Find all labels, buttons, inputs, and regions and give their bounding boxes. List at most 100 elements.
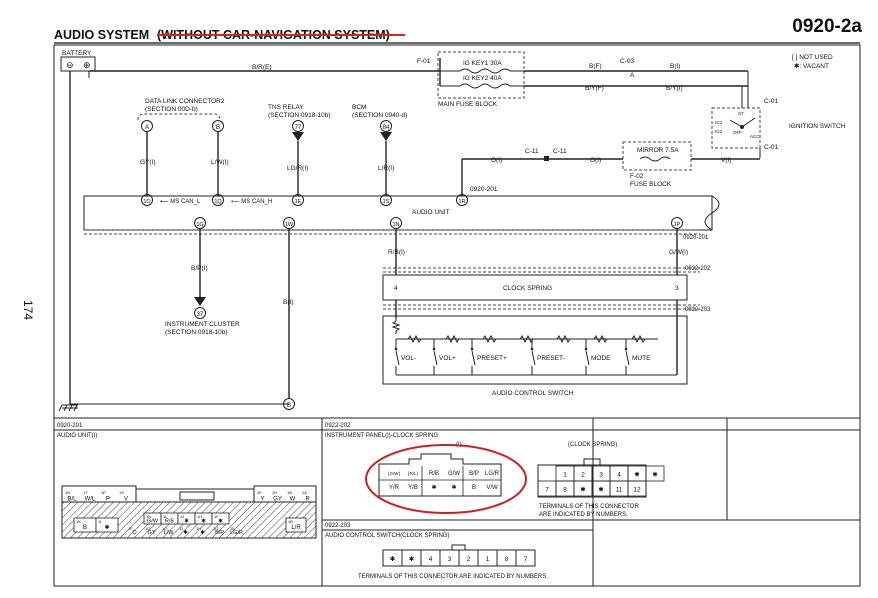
battery-label: BATTERY xyxy=(62,50,92,57)
acs-cells-label: 7 xyxy=(524,556,528,563)
ground-point-b-label: B xyxy=(287,403,291,409)
audio-mid-label: ✱ xyxy=(184,518,189,525)
data-link-connector-label: DATA LINK CONNECTOR2 xyxy=(145,98,225,105)
audio-bottom-pin-number: 1J xyxy=(179,526,183,531)
battery-minus-icon: ⊖ xyxy=(66,60,74,70)
switch-mute: MUTE xyxy=(632,355,651,362)
audio-top-label: W/L xyxy=(85,497,96,503)
cs-cells-label: 11 xyxy=(616,487,623,494)
tns-pin: 77 xyxy=(295,125,302,131)
acs-cells-label: 8 xyxy=(505,556,509,563)
wire-label-o-i-2: O(I) xyxy=(590,157,601,164)
connector-0920-201-b: 0920-201 xyxy=(683,235,709,241)
cs-cells-label: 8 xyxy=(563,487,567,494)
wire-label-rb-i: R/B(I) xyxy=(388,249,405,256)
cs-cells-label: ✱ xyxy=(598,486,604,494)
bcm-section: (SECTION 0940-d) xyxy=(352,112,407,119)
switch-vol-minus: VOL- xyxy=(401,355,416,362)
acs-cells-label: 1 xyxy=(486,556,490,563)
highlight-ellipse xyxy=(365,444,527,514)
audio-top-label: V xyxy=(124,497,128,503)
audio-bottom-label: GY xyxy=(148,530,156,536)
panel-acs-id: 0922-203 xyxy=(325,523,351,529)
wire-label-gy-i: GY(I) xyxy=(140,159,156,166)
clock-spring-pin-3: 3 xyxy=(675,285,679,292)
audio-mid-label: R/B xyxy=(165,519,175,525)
ignition-switch[interactable] xyxy=(711,107,761,149)
connector-f01: F-01 xyxy=(417,58,431,65)
wire-label-b-i-2: B(I) xyxy=(283,299,293,306)
audio-top-label: W xyxy=(290,497,296,503)
battery xyxy=(60,56,96,72)
instrument-cluster-pin: 37 xyxy=(197,312,204,318)
audio-top-pin-number: 1B xyxy=(287,490,292,495)
ms-can-h-label: ⟵ MS CAN_H xyxy=(231,199,272,205)
wire-label-by-i: B/Y(I) xyxy=(666,85,683,92)
audio-top-label: P xyxy=(106,497,110,503)
connector-0922-202: 0922-202 xyxy=(685,266,711,272)
wire-label-br-e: B/R(E) xyxy=(252,64,272,71)
ign-pos-1: IG2 xyxy=(715,129,723,134)
audio-bottom-pin-number: 1G xyxy=(213,526,218,531)
audio-bottom-label: O xyxy=(132,530,137,536)
data-link-connector-section: (SECTION 00D-b) xyxy=(145,106,198,113)
audio-mid-pin-number: 1F xyxy=(214,514,219,519)
fuse-icon xyxy=(459,68,511,74)
cs-cells-label: ✱ xyxy=(634,471,640,479)
diagram-title: AUDIO SYSTEM xyxy=(54,28,149,42)
dlc-pin-a xyxy=(141,120,153,132)
cs-cells-label: 12 xyxy=(633,487,641,494)
ip-cell-bottom: ✱ xyxy=(451,484,456,491)
acs-cells-label: 3 xyxy=(448,556,452,563)
pin-1w: 1W xyxy=(285,222,294,228)
audio-mid-pin-number: 1J xyxy=(180,514,184,519)
clock-spring-pin-4: 4 xyxy=(394,285,398,292)
page-code: 0920-2a xyxy=(792,16,862,37)
wire-label-o-i-1: O(I) xyxy=(491,157,502,164)
audio-bottom-label: ✱ xyxy=(200,529,205,536)
wire-label-b-i: B(I) xyxy=(670,63,680,70)
connector-0920-201-a: 0920-201 xyxy=(470,186,498,193)
panel-instrument-title: INSTRUMENT PANEL(I)-CLOCK SPRING xyxy=(325,433,438,439)
main-fuse-block-label: MAIN FUSE BLOCK xyxy=(438,101,498,108)
acs-cells-label: ✱ xyxy=(390,555,396,563)
panel-audio-unit-id: 0920-201 xyxy=(57,423,83,429)
audio-bottom-pin-number: 1I xyxy=(98,519,101,524)
ip-cell-top: G/W xyxy=(448,471,460,477)
pin-1r: 1R xyxy=(458,199,465,205)
pin-1n: 1N xyxy=(392,222,399,228)
cs-cells-label: 3 xyxy=(599,472,603,479)
pin-1p: 1P xyxy=(674,222,681,228)
audio-bottom-cell xyxy=(285,517,307,533)
instrument-cluster-arrow-icon xyxy=(194,297,206,306)
dlc-pin-a-label: A xyxy=(145,124,150,131)
wire-label-lgr-i: LG/R(I) xyxy=(287,165,308,172)
bcm-label: BCM xyxy=(352,104,366,111)
audio-control-switch xyxy=(382,315,688,385)
audio-top-label: Y xyxy=(260,497,264,503)
wire-label-bp-i: B/P(I) xyxy=(191,265,208,272)
tns-relay-section: (SECTION 0918-10b) xyxy=(268,112,331,119)
ip-cell-top: B/P xyxy=(469,471,479,477)
connector-c03: C-03 xyxy=(620,58,634,65)
audio-bottom-label: B/P xyxy=(215,530,224,536)
ip-cell-bottom: B xyxy=(472,485,476,491)
ignition-switch-label: IGNITION SWITCH xyxy=(789,123,846,130)
audio-bottom-pin-number: 1E xyxy=(230,526,235,531)
cs-cells-label: 7 xyxy=(545,487,549,494)
audio-bottom-pin-number: 1H xyxy=(196,526,201,531)
cs-cells-label: ✱ xyxy=(652,471,658,479)
fuse-block-id: F-02 xyxy=(630,173,644,180)
bcm-pin: 84 xyxy=(383,125,390,131)
pin-1g: 1G xyxy=(196,222,203,228)
instrument-panel-connector xyxy=(378,453,502,497)
audio-top-label: B/L xyxy=(67,497,77,503)
ign-pos-0: IG1 xyxy=(715,120,723,125)
audio-bottom-pin-number: 1B xyxy=(288,519,293,524)
audio-top-pin-number: 1F xyxy=(257,490,262,495)
audio-mid-pin-number: 1H xyxy=(197,514,202,519)
audio-bottom-pin-number: 1Q xyxy=(145,526,150,531)
